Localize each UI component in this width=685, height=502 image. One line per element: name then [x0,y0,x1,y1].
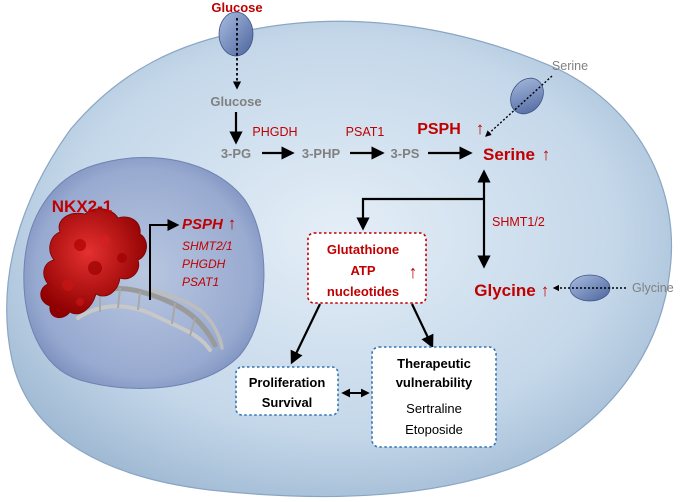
target-gene-phgdh: PHGDH [182,257,226,271]
drug-etoposide: Etoposide [405,422,463,437]
glycine-outside-label: Glycine [632,281,674,295]
product-nucleotides: nucleotides [327,284,399,299]
proliferation-label: Proliferation [249,375,326,390]
product-glutathione: Glutathione [327,242,399,257]
products-to-proliferation-arrow [290,303,321,365]
glycine-up-arrow-icon: ↑ [541,281,550,300]
serine-outside-label: Serine [552,59,588,73]
enzyme-psat1: PSAT1 [346,125,385,139]
glucose-outside-label: Glucose [211,0,262,15]
enzyme-shmt: SHMT1/2 [492,215,545,229]
nkx2-1-label: NKX2-1 [52,197,112,216]
target-psph-up-arrow-icon: ↑ [228,214,237,233]
serine-label: Serine [483,145,535,164]
drug-sertraline: Sertraline [406,401,462,416]
glycine-label: Glycine [474,281,535,300]
therapy-title-line1: Therapeutic [397,356,471,371]
target-gene-psat1: PSAT1 [182,275,219,289]
serine-transporter [510,77,544,115]
target-gene-psph: PSPH [182,216,224,233]
serine-import-arrow [485,75,553,137]
therapy-box [371,346,497,448]
nkx2-1-protein-icon [40,208,147,319]
glucose-inside-label: Glucose [210,94,261,109]
metabolite-3pg: 3-PG [221,146,251,161]
products-box [307,232,427,304]
therapy-title-line2: vulnerability [396,375,473,390]
survival-label: Survival [262,395,313,410]
target-gene-shmt: SHMT2/1 [182,239,233,253]
products-to-therapy-arrow [411,303,434,349]
serine-to-products-arrow [356,197,484,231]
proliferation-box [235,366,339,416]
serine-up-arrow-icon: ↑ [542,145,551,164]
enzyme-psph: PSPH [417,121,461,138]
metabolite-3ps: 3-PS [391,146,420,161]
products-up-arrow-icon: ↑ [409,262,418,282]
glucose-transporter [218,11,254,57]
nkx2-1-target-arrow [149,219,180,300]
enzyme-phgdh: PHGDH [252,125,297,139]
psph-up-arrow-icon: ↑ [476,119,485,138]
metabolite-3php: 3-PHP [302,146,341,161]
product-atp: ATP [350,263,375,278]
